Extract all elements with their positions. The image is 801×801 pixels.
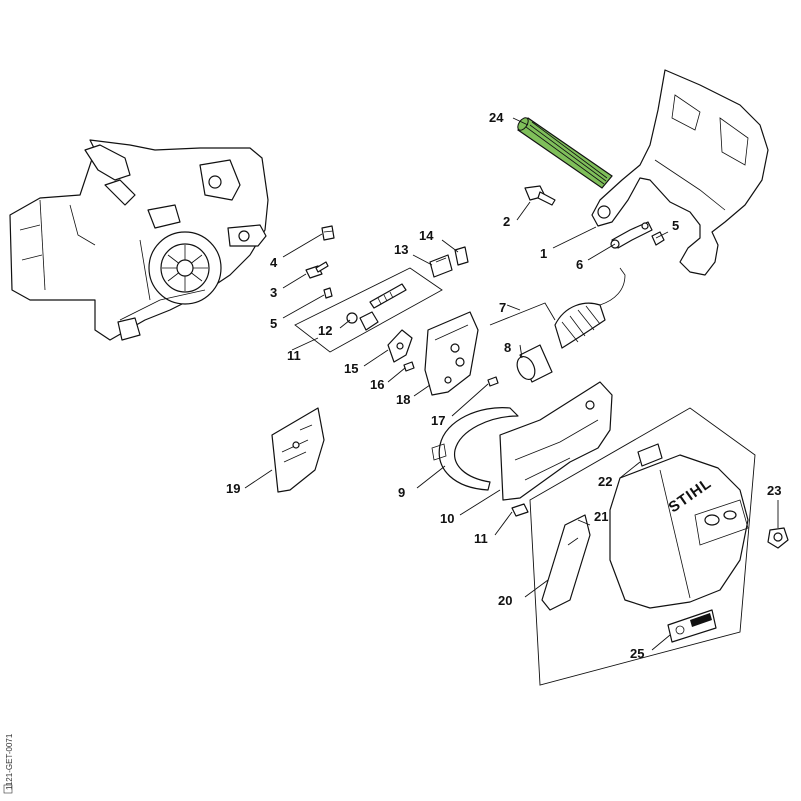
drawing-code-box	[3, 784, 13, 794]
callout-labels: 24 2 1 6 5 4 3 5 12 11 13 14 15 16 18 17…	[226, 110, 781, 661]
lever-part-6	[610, 221, 653, 249]
plate-part-19	[271, 407, 325, 493]
pin-part-17-left	[403, 361, 415, 372]
highlighted-part-24	[517, 117, 613, 189]
callout-21: 21	[594, 509, 608, 524]
callout-10: 10	[440, 511, 454, 526]
callout-11: 11	[474, 531, 488, 546]
callout-1: 1	[540, 246, 547, 261]
label-part-25	[667, 609, 717, 643]
callout-20: 20	[498, 593, 512, 608]
sprocket-cover: STIHL	[609, 454, 749, 609]
nut-part-23	[767, 527, 789, 549]
callout-17-right: 17	[431, 413, 445, 428]
callout-9: 9	[398, 485, 405, 500]
callout-8: 8	[504, 340, 511, 355]
callout-23: 23	[767, 483, 781, 498]
kit-frame-part-12	[294, 267, 443, 353]
strip-part-21	[541, 514, 591, 611]
nut-part-4	[321, 225, 335, 241]
callout-19: 19	[226, 481, 240, 496]
pin-part-17-right	[487, 376, 499, 387]
guide-plate-part-18	[424, 311, 479, 396]
clip-part-5-right	[651, 231, 665, 246]
callout-14: 13	[394, 242, 408, 257]
callout-13: 12	[318, 323, 332, 338]
pin-part-5	[323, 287, 333, 299]
callout-24: 24	[489, 110, 504, 125]
plate-part-16	[387, 329, 413, 363]
screw-part-3	[305, 261, 329, 279]
handguard	[591, 69, 769, 276]
clip-part-15	[454, 246, 469, 266]
screw-part-11	[511, 503, 529, 517]
label-part-22	[637, 443, 663, 467]
leader-lines	[244, 117, 779, 651]
drawing-code: 1121-GET-0071	[5, 733, 14, 790]
shoulder-screw-part-2	[524, 185, 556, 206]
callout-2: 2	[503, 214, 510, 229]
engine-housing	[9, 139, 269, 341]
callout-16: 15	[344, 361, 358, 376]
callout-5-right: 5	[672, 218, 679, 233]
callout-3: 3	[270, 285, 277, 300]
brake-band-part-9	[431, 407, 519, 491]
callout-22: 22	[598, 474, 612, 489]
callout-18: 18	[396, 392, 410, 407]
cover-kit-frame	[529, 407, 756, 686]
spring-part-7	[554, 267, 626, 349]
plate-part-14	[429, 254, 453, 278]
callout-6: 6	[576, 257, 583, 272]
callout-12: 11	[287, 348, 301, 363]
callout-4: 4	[270, 255, 278, 270]
sleeve-part-8	[516, 344, 553, 383]
callout-7: 7	[499, 300, 506, 315]
callout-5-left: 5	[270, 316, 277, 331]
callout-17-left: 16	[370, 377, 384, 392]
callout-15: 14	[419, 228, 434, 243]
brake-lever-part-10	[499, 381, 613, 501]
callout-25: 25	[630, 646, 644, 661]
